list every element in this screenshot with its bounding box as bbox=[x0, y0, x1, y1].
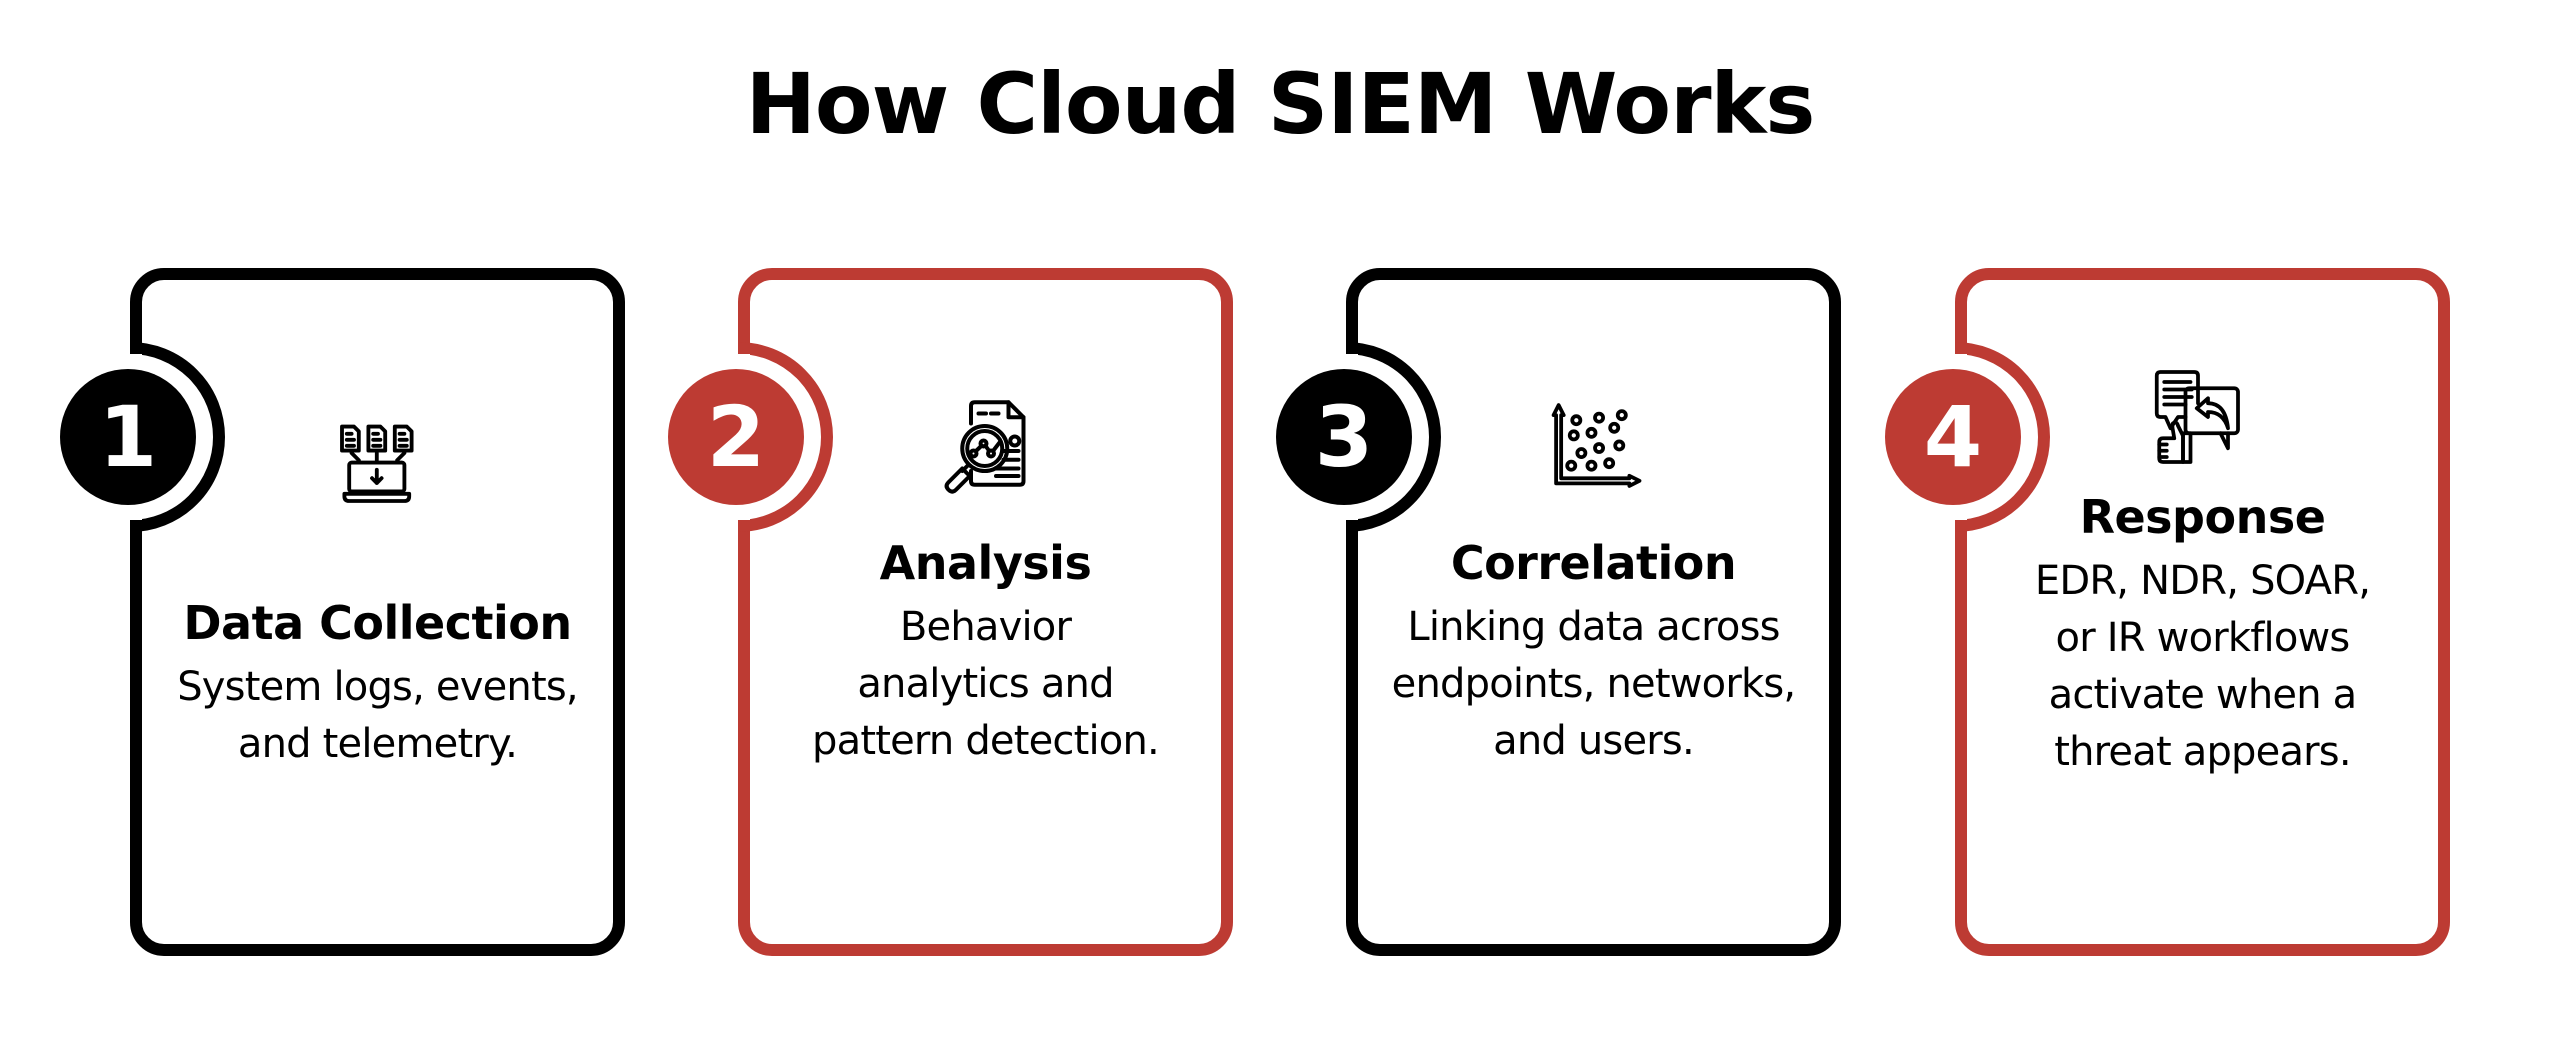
step-description: EDR, NDR, SOAR, or IR workflows activate… bbox=[1979, 553, 2426, 780]
step-title: Response bbox=[2079, 490, 2326, 544]
step-text: Response EDR, NDR, SOAR, or IR workflows… bbox=[1979, 490, 2426, 780]
step-number-badge: 2 bbox=[668, 369, 804, 505]
step-number-badge: 1 bbox=[60, 369, 196, 505]
step-card-analysis: 2 Analysis Behavior analytics and patter… bbox=[668, 268, 1233, 956]
step-number-badge: 3 bbox=[1276, 369, 1412, 505]
description-line: or IR workflows bbox=[2055, 614, 2351, 661]
step-text: Analysis Behavior analytics and pattern … bbox=[762, 536, 1209, 770]
step-description: Behavior analytics and pattern detection… bbox=[762, 599, 1209, 769]
page-title: How Cloud SIEM Works bbox=[745, 55, 1816, 153]
description-line: and telemetry. bbox=[237, 720, 518, 767]
step-text: Data Collection System logs, events, and… bbox=[154, 596, 601, 773]
laptop-download-documents-icon bbox=[339, 424, 414, 503]
description-line: pattern detection. bbox=[812, 717, 1160, 764]
scatter-plot-icon bbox=[1551, 403, 1641, 488]
magnifier-report-analytics-icon bbox=[944, 400, 1025, 494]
description-line: activate when a bbox=[2048, 671, 2358, 718]
step-description: Linking data across endpoints, networks,… bbox=[1370, 599, 1817, 769]
card-frame bbox=[130, 268, 625, 956]
step-number-badge: 4 bbox=[1885, 369, 2021, 505]
step-title: Correlation bbox=[1450, 536, 1737, 590]
step-description: System logs, events, and telemetry. bbox=[154, 659, 601, 773]
description-line: Linking data across bbox=[1407, 604, 1780, 651]
step-text: Correlation Linking data across endpoint… bbox=[1370, 536, 1817, 770]
description-line: analytics and bbox=[857, 660, 1114, 707]
description-line: System logs, events, bbox=[177, 664, 578, 711]
step-title: Analysis bbox=[879, 536, 1092, 590]
description-line: threat appears. bbox=[2054, 728, 2351, 775]
step-card-correlation: 3 Correlation Linking data across endpoi… bbox=[1276, 268, 1841, 956]
description-line: EDR, NDR, SOAR, bbox=[2034, 558, 2371, 605]
chat-reply-thumbs-up-icon bbox=[2154, 370, 2240, 464]
description-line: endpoints, networks, bbox=[1391, 660, 1796, 707]
description-line: Behavior bbox=[899, 604, 1072, 651]
step-card-data-collection: 1 Data Collection System logs, events, a… bbox=[60, 268, 625, 956]
step-title: Data Collection bbox=[183, 596, 572, 650]
card-frame bbox=[1346, 268, 1841, 956]
card-frame bbox=[738, 268, 1233, 956]
step-card-response: 4 Response EDR, NDR, SOAR, or IR workflo… bbox=[1885, 268, 2450, 956]
description-line: and users. bbox=[1493, 717, 1695, 764]
